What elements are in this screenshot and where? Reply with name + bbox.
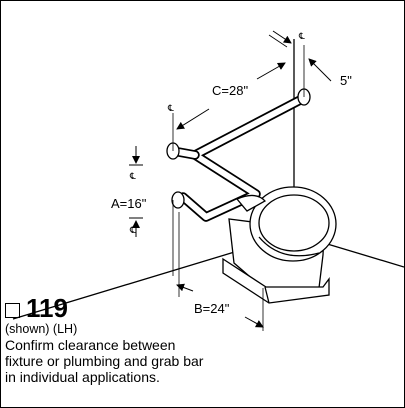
- toilet-base-edge: [264, 286, 270, 304]
- centerline-symbol-wall: ℄: [298, 32, 305, 42]
- dimension-b-label: B=24": [194, 301, 230, 316]
- extension-lines: [172, 34, 305, 331]
- dimension-arrows: [129, 30, 332, 328]
- model-number: 119: [26, 293, 68, 323]
- dimension-offset-label: 5": [340, 73, 352, 88]
- ext-5in-tick: [268, 34, 288, 48]
- grab-bar-fill: [180, 95, 307, 220]
- arrow-b-left: [176, 283, 194, 292]
- arrow-5in-left: [272, 30, 292, 44]
- toilet-icon: [222, 186, 337, 304]
- centerline-symbol-upper: ℄: [167, 104, 174, 114]
- shown-label: (shown) (LH): [5, 322, 78, 336]
- note-line-3: in individual applications.: [5, 369, 160, 385]
- dimension-a-label: A=16": [111, 196, 147, 211]
- grab-bar-wall-mount: [235, 194, 267, 212]
- model-row: 119: [5, 295, 203, 321]
- centerline-symbol-a-bottom: ℄: [129, 226, 136, 236]
- toilet-bowl-shadow: [258, 236, 320, 257]
- arrow-c-right: [256, 62, 286, 80]
- centerline-symbol-a-top: ℄: [129, 172, 136, 182]
- arrow-5in-right: [308, 58, 332, 82]
- note-line-2: fixture or plumbing and grab bar: [5, 353, 204, 369]
- toilet-base: [222, 257, 330, 304]
- toilet-seat: [258, 194, 330, 252]
- caption-block: 119 (shown) (LH) Confirm clearance betwe…: [5, 295, 203, 385]
- note-line-1: Confirm clearance between: [5, 337, 176, 353]
- model-checkbox[interactable]: [5, 303, 20, 318]
- arrow-b-right: [244, 316, 264, 328]
- dimension-c-label: C=28": [212, 83, 248, 98]
- arrow-c-left: [176, 108, 210, 130]
- flange-lower-left: [171, 191, 185, 209]
